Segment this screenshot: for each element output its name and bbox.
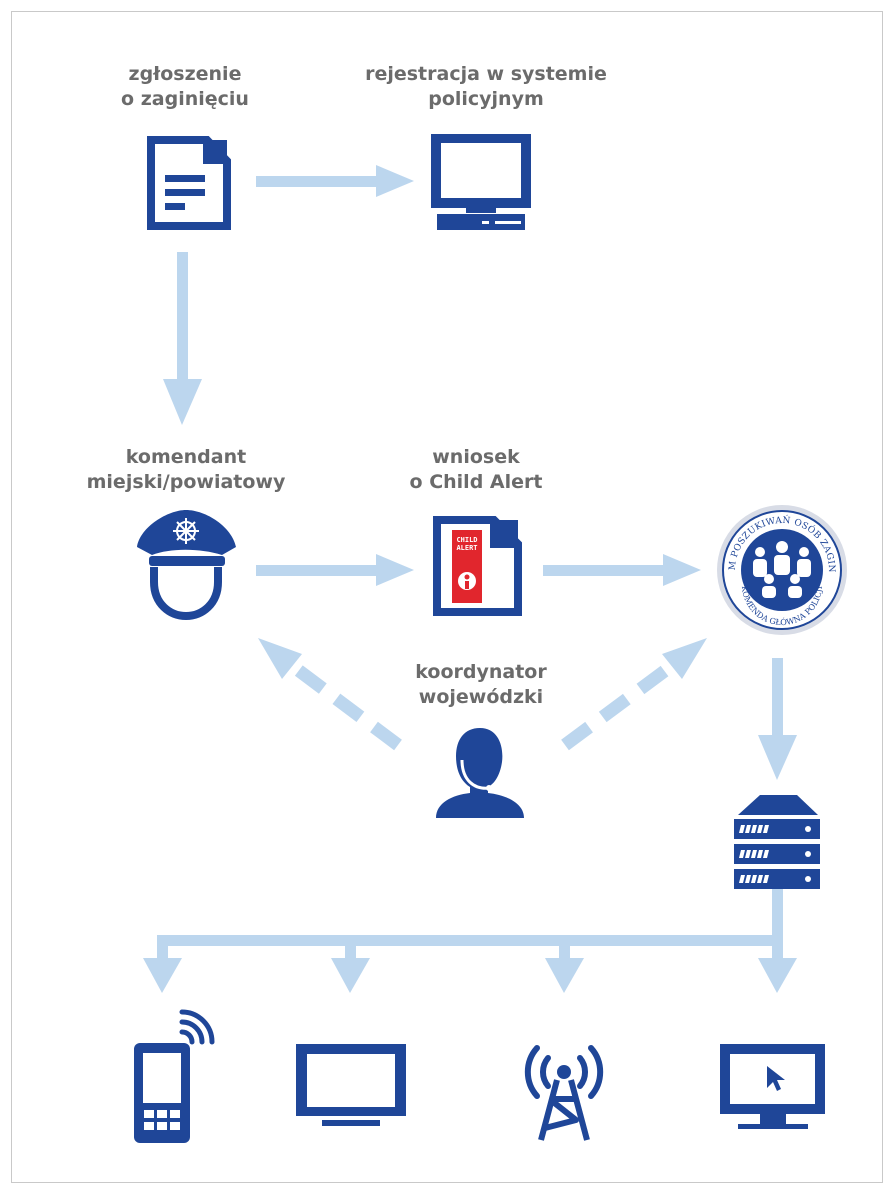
- desktop-cursor-icon: [720, 1044, 825, 1129]
- arrow-report-to-commander: [163, 252, 202, 425]
- police-officer-icon: [137, 510, 236, 621]
- headset-operator-icon: [436, 728, 524, 818]
- server-icon: [734, 795, 820, 889]
- label-request-line2: o Child Alert: [409, 471, 543, 493]
- label-commander-line2: miejski/powiatowy: [86, 471, 286, 493]
- computer-icon: [431, 134, 531, 230]
- badge-text-alert: ALERT: [456, 544, 477, 552]
- child-alert-document-icon: CHILD ALERT: [433, 516, 522, 616]
- label-registration-line1: rejestracja w systemie: [365, 63, 607, 85]
- label-registration-line2: policyjnym: [428, 88, 544, 110]
- label-request-line1: wniosek: [432, 446, 520, 468]
- arrow-request-to-center: [543, 554, 701, 586]
- label-registration: rejestracja w systemie policyjnym: [356, 62, 616, 112]
- arrow-report-to-registration: [256, 165, 414, 197]
- television-icon: [296, 1044, 406, 1126]
- label-report-line2: o zaginięciu: [121, 88, 249, 110]
- dashed-arrow-coordinator-to-commander: [258, 638, 402, 751]
- label-coordinator: koordynator wojewódzki: [386, 660, 576, 710]
- label-coordinator-line1: koordynator: [415, 661, 547, 683]
- arrow-commander-to-request: [256, 554, 414, 586]
- label-report-line1: zgłoszenie: [128, 63, 242, 85]
- label-commander-line1: komendant: [125, 446, 247, 468]
- label-commander: komendant miejski/powiatowy: [66, 445, 306, 495]
- distribution-tree: [143, 888, 797, 993]
- broadcast-antenna-icon: [524, 1045, 604, 1141]
- dashed-arrow-coordinator-to-center: [561, 638, 707, 751]
- badge-text-child: CHILD: [456, 536, 477, 544]
- document-icon: [147, 136, 231, 230]
- arrow-center-to-server: [758, 658, 797, 780]
- label-request: wniosek o Child Alert: [376, 445, 576, 495]
- label-report: zgłoszenie o zaginięciu: [90, 62, 280, 112]
- mobile-phone-icon: [134, 1009, 215, 1143]
- label-coordinator-line2: wojewódzki: [418, 686, 544, 708]
